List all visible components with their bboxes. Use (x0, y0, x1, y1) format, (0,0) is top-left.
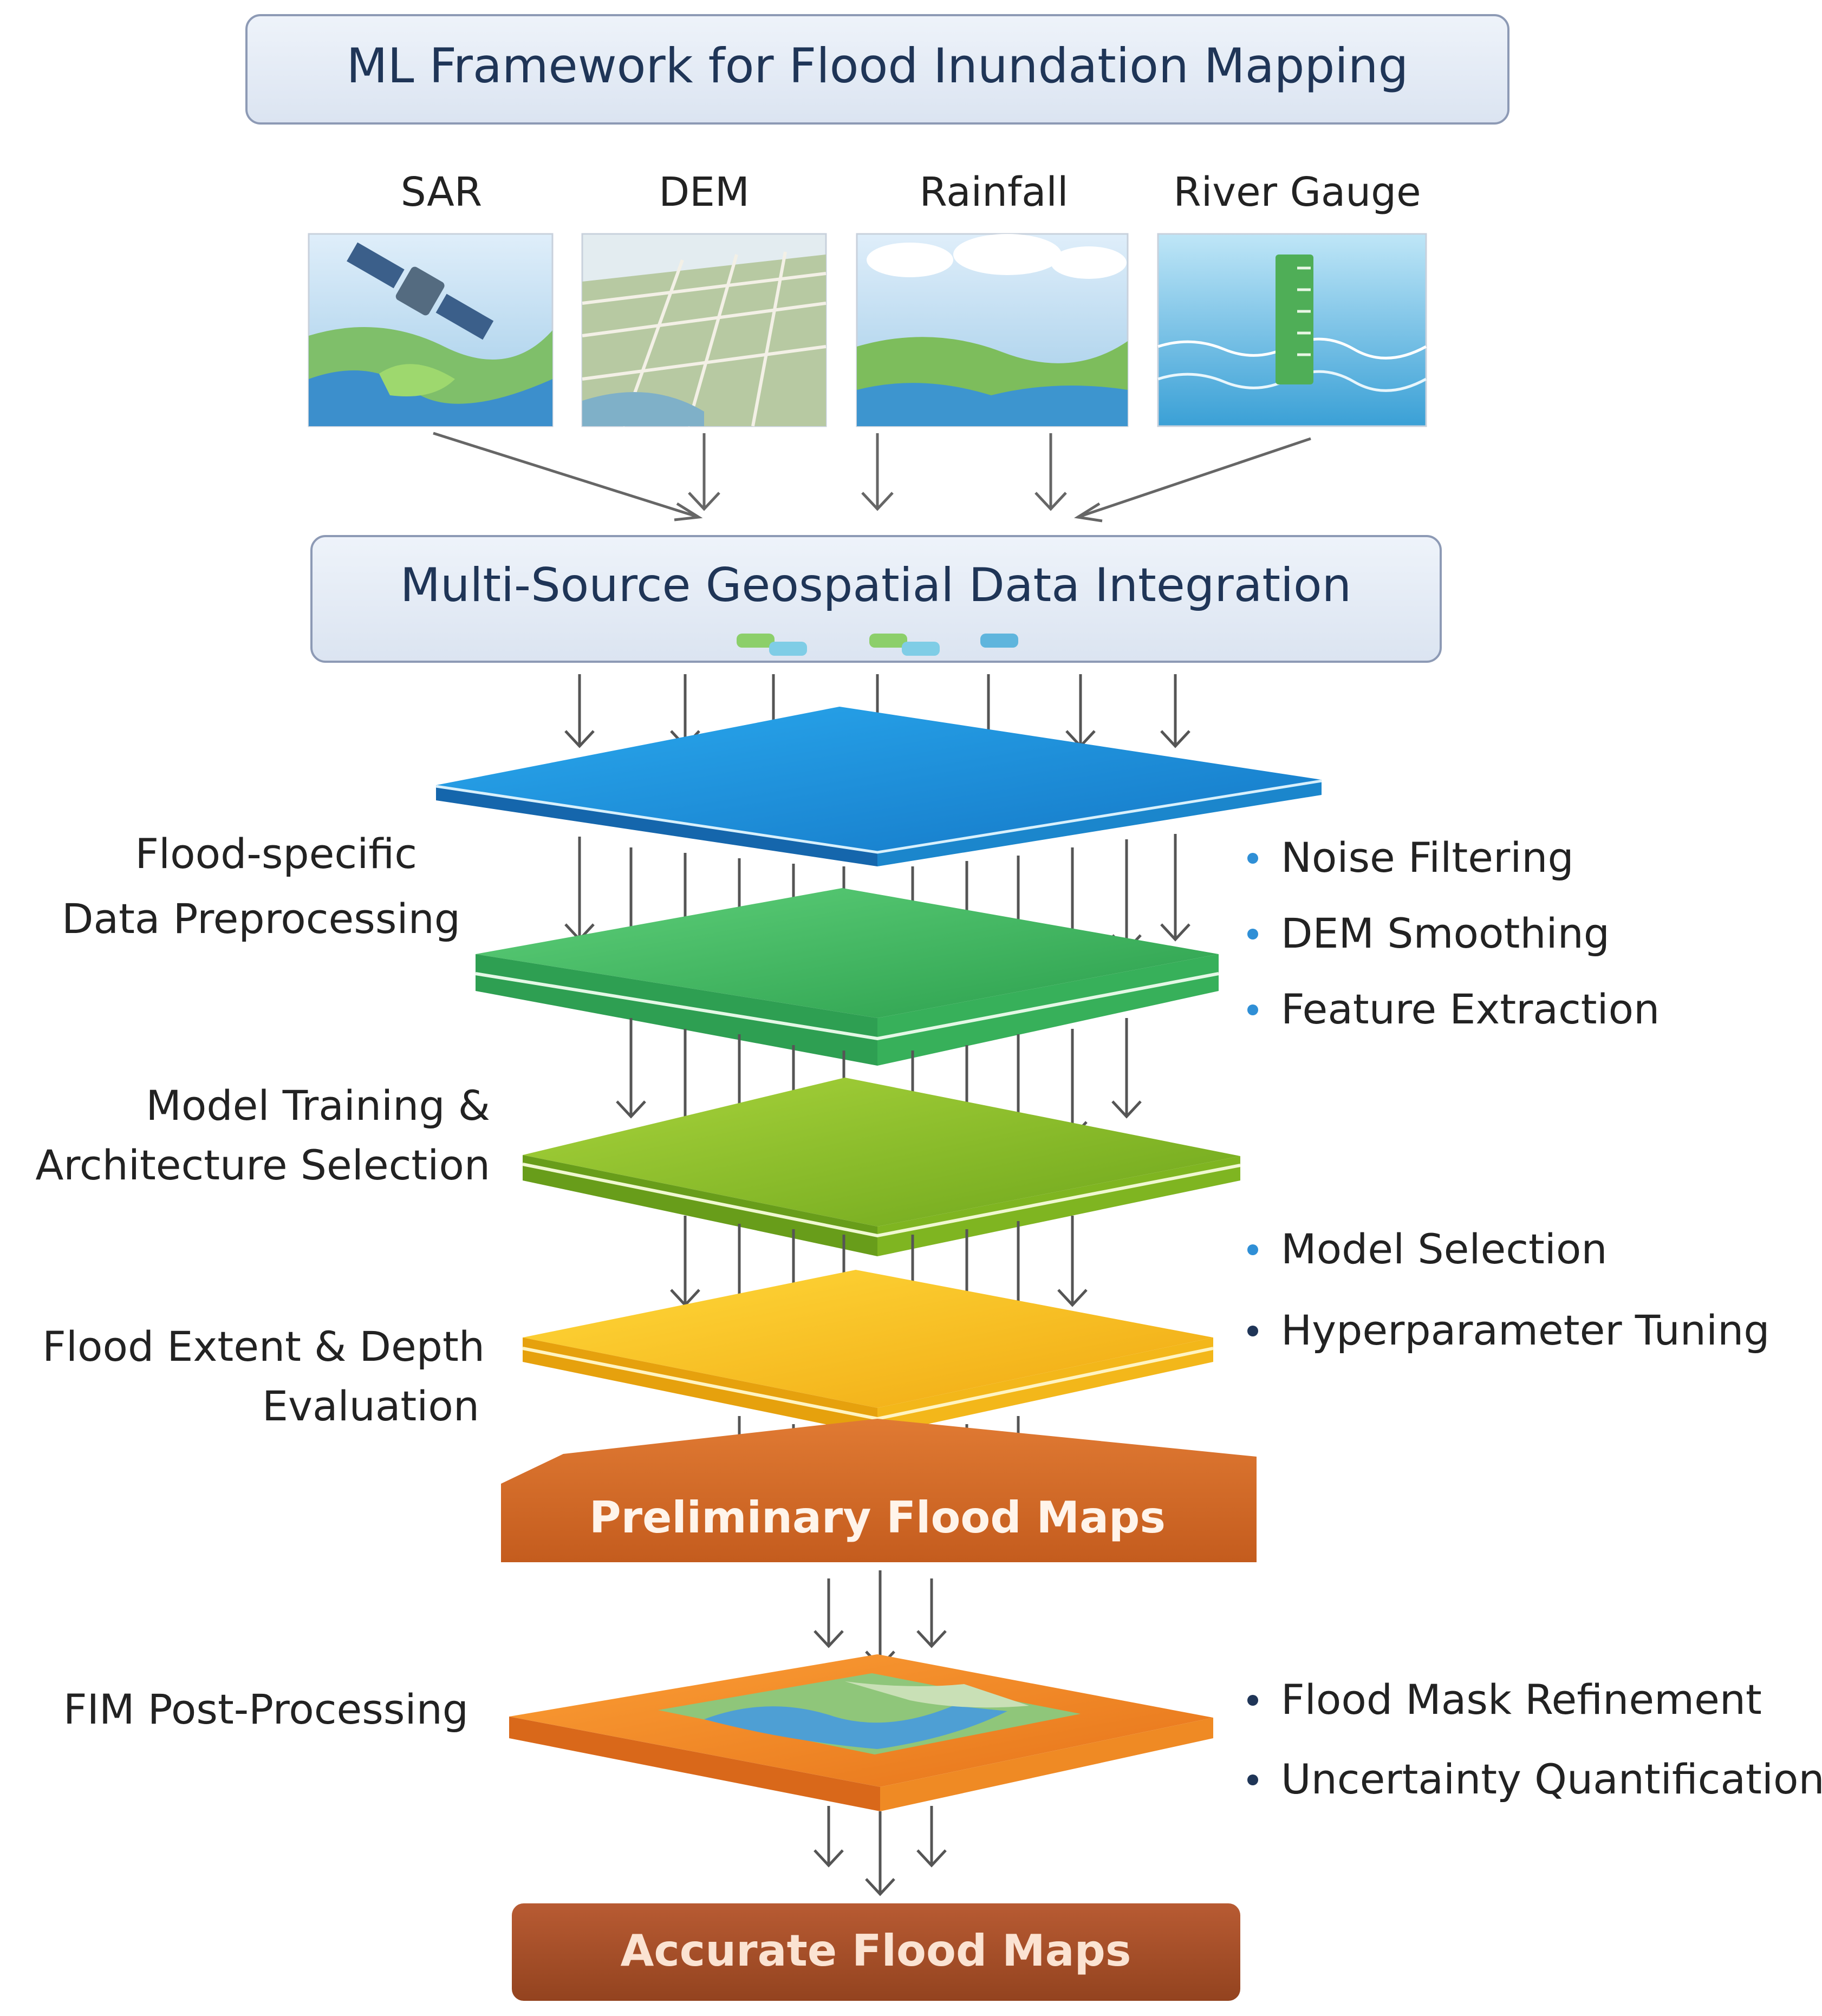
stage-label-evaluation-2: Evaluation (262, 1382, 479, 1430)
arrows-to-accurate (814, 1806, 947, 1896)
layer-green (475, 888, 1219, 1066)
source-label-dem: DEM (659, 169, 750, 216)
accurate-label: Accurate Flood Maps (620, 1926, 1131, 1976)
bullet-feature-extraction: Feature Extraction (1281, 985, 1660, 1033)
bullet-hyperparameter-tuning: Hyperparameter Tuning (1281, 1306, 1770, 1354)
water-gauge-icon (1157, 233, 1427, 427)
bullet-list-training: Model Selection Hyperparameter Tuning (1247, 1225, 1770, 1354)
source-arrows (433, 432, 1311, 523)
source-label-river-gauge: River Gauge (1173, 169, 1421, 216)
stage-label-evaluation-1: Flood Extent & Depth (42, 1322, 485, 1371)
diagram-title: ML Framework for Flood Inundation Mappin… (347, 38, 1409, 94)
layer-blue (435, 707, 1322, 866)
satellite-icon (308, 233, 554, 427)
rain-cloud-icon (856, 233, 1129, 427)
layer-yellow (522, 1270, 1214, 1435)
stage-label-postprocessing: FIM Post-Processing (63, 1685, 468, 1733)
stage-label-training-1: Model Training & (146, 1081, 490, 1130)
arrows-to-postprocessing (814, 1570, 947, 1669)
stage-label-preprocessing-2: Data Preprocessing (62, 895, 460, 943)
bullet-list-postprocessing: Flood Mask Refinement Uncertainty Quanti… (1247, 1675, 1822, 1803)
source-label-sar: SAR (401, 169, 482, 216)
flood-map-icon (658, 1673, 1081, 1754)
bullet-flood-mask-refinement: Flood Mask Refinement (1281, 1675, 1762, 1724)
data-chips-icon (737, 634, 1018, 656)
source-label-rainfall: Rainfall (919, 169, 1068, 216)
bullet-list-preprocessing: Noise Filtering DEM Smoothing Feature Ex… (1247, 833, 1660, 1033)
layer-orange (509, 1654, 1213, 1811)
stage-label-preprocessing-1: Flood-specific (135, 830, 417, 878)
bullet-model-selection: Model Selection (1281, 1225, 1608, 1273)
integration-label: Multi-Source Geospatial Data Integration (400, 558, 1351, 612)
preliminary-banner: Preliminary Flood Maps (501, 1419, 1257, 1562)
stage-label-training-2: Architecture Selection (35, 1141, 490, 1189)
bullet-dem-smoothing: DEM Smoothing (1281, 909, 1610, 957)
terrain-grid-icon (581, 233, 827, 427)
integration-box: Multi-Source Geospatial Data Integration (310, 535, 1442, 663)
bullet-noise-filtering: Noise Filtering (1281, 833, 1574, 882)
accurate-banner: Accurate Flood Maps (512, 1903, 1240, 2001)
preliminary-label: Preliminary Flood Maps (589, 1492, 1166, 1543)
title-box: ML Framework for Flood Inundation Mappin… (245, 14, 1509, 125)
bullet-uncertainty-quantification: Uncertainty Quantification (1281, 1755, 1822, 1803)
